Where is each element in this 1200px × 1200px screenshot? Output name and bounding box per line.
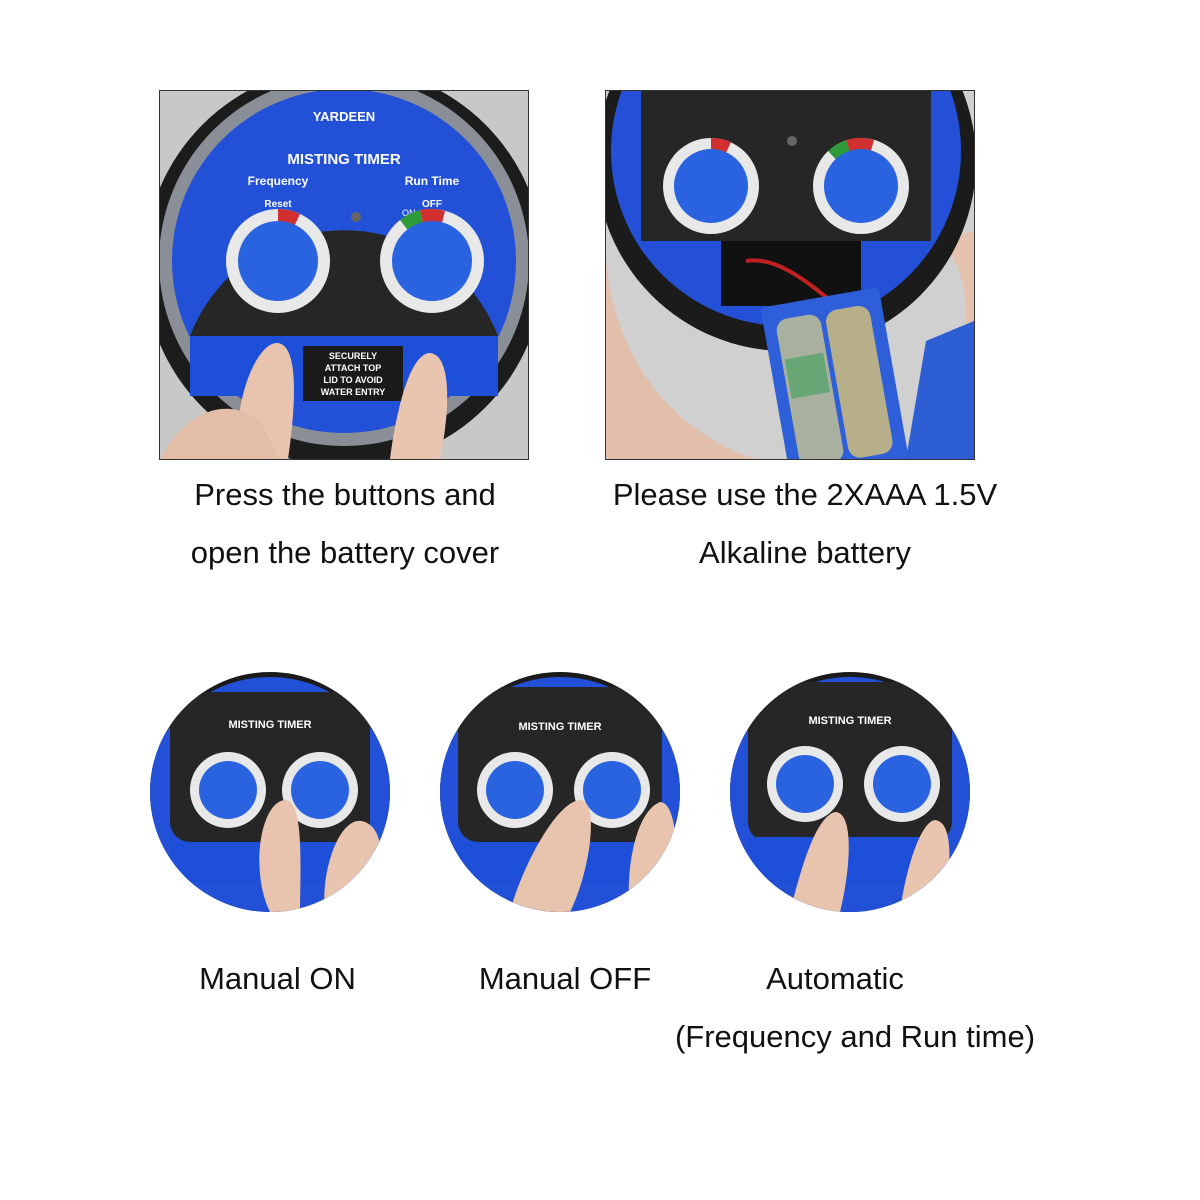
caption-manual-on: Manual ON [199, 961, 356, 996]
svg-text:MISTING TIMER: MISTING TIMER [808, 715, 891, 727]
run-time-label: Run Time [405, 174, 460, 188]
warning-line-1: SECURELY [329, 351, 377, 361]
photo-battery-compartment [605, 90, 975, 460]
caption-step1-line2: open the battery cover [190, 535, 500, 570]
caption-step2-line1: Please use the 2XAAA 1.5V [612, 477, 998, 512]
off-label: OFF [422, 199, 442, 210]
right-finger [390, 353, 448, 459]
caption-automatic: Automatic (Frequency and Run time) [640, 950, 1070, 1066]
caption-step1: Press the buttons and open the battery c… [140, 466, 550, 582]
caption-automatic-line2: (Frequency and Run time) [674, 1019, 1036, 1054]
frequency-label: Frequency [248, 174, 309, 188]
photo-open-battery-cover: YARDEEN MISTING TIMER Frequency Run Time… [159, 90, 529, 460]
caption-automatic-line1: Automatic [766, 961, 904, 996]
photo-automatic: MISTING TIMER [730, 672, 970, 912]
caption-step2: Please use the 2XAAA 1.5V Alkaline batte… [575, 466, 1035, 582]
svg-text:MISTING TIMER: MISTING TIMER [228, 719, 311, 731]
photo-manual-off: MISTING TIMER [440, 672, 680, 912]
caption-manual-off: Manual OFF [478, 961, 652, 996]
caption-step1-line1: Press the buttons and [194, 477, 496, 512]
svg-text:MISTING TIMER: MISTING TIMER [518, 721, 601, 733]
warning-line-4: WATER ENTRY [321, 387, 386, 397]
warning-line-3: LID TO AVOID [323, 375, 383, 385]
brand-label: YARDEEN [313, 109, 375, 124]
reset-label: Reset [264, 199, 292, 210]
warning-line-2: ATTACH TOP [325, 363, 382, 373]
photo-manual-on: MISTING TIMER [150, 672, 390, 912]
caption-step2-line2: Alkaline battery [699, 535, 911, 570]
on-label: ON [402, 208, 416, 218]
model-label: MISTING TIMER [287, 151, 400, 168]
